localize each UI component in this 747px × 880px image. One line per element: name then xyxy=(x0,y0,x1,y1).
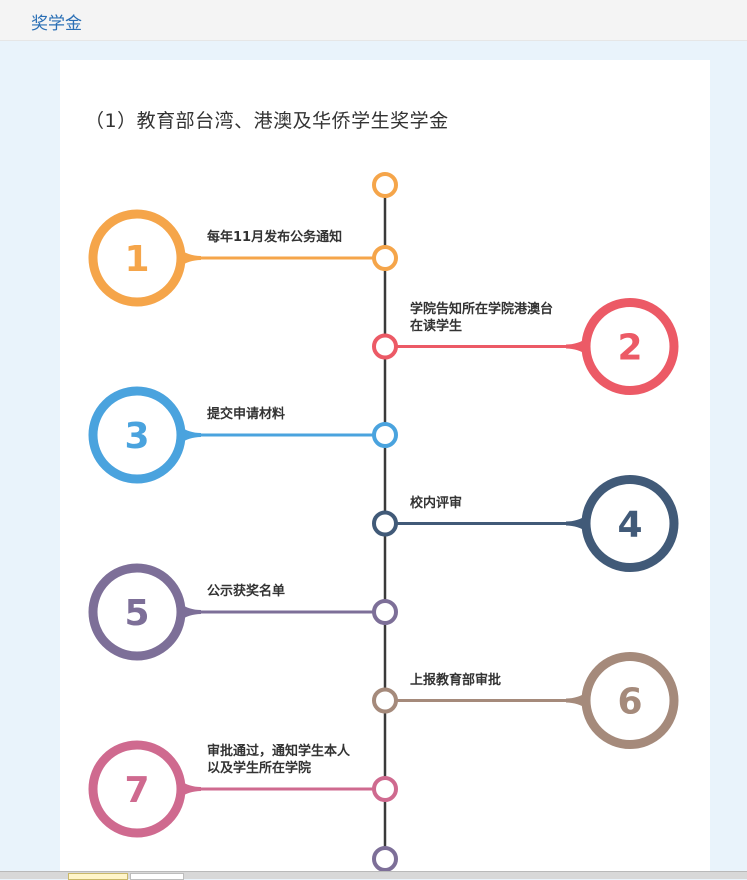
step-circle-inner xyxy=(101,576,173,648)
step-label-line: 校内评审 xyxy=(410,495,463,511)
step-circle-inner xyxy=(594,664,666,737)
timeline-node xyxy=(372,510,398,537)
step-label-line: 审批通过，通知学生本人 xyxy=(207,744,351,759)
step-label: 校内评审 xyxy=(410,495,462,512)
step-label-line: 提交申请材料 xyxy=(207,407,286,422)
step-label-line: 在读学生 xyxy=(410,318,463,334)
step-number: 3 xyxy=(124,416,149,457)
step-circle xyxy=(581,298,679,395)
step-label: 学院告知所在学院港澳台在读学生 xyxy=(410,301,553,335)
step-circle-inner xyxy=(101,222,173,294)
step-number: 6 xyxy=(617,682,642,723)
content-card: （1）教育部台湾、港澳及华侨学生奖学金 1 2 3 4 5 6 7 每年11月发布公务通知学… xyxy=(60,60,710,878)
step-circle-inner xyxy=(594,310,666,383)
taskbar-button[interactable] xyxy=(68,873,128,880)
timeline-node xyxy=(372,245,398,271)
step-circle xyxy=(581,475,679,572)
step-circle xyxy=(88,740,186,838)
timeline-end-node xyxy=(372,846,398,872)
timeline-node xyxy=(372,599,398,625)
step-number: 7 xyxy=(124,770,149,811)
step-circle xyxy=(581,652,679,749)
step-number: 5 xyxy=(124,593,149,634)
step-label-line: 以及学生所在学院 xyxy=(207,761,312,776)
step-label-line: 每年11月发布公务通知 xyxy=(207,230,343,245)
step-circle xyxy=(88,209,186,307)
timeline-node xyxy=(372,776,398,802)
step-circle-inner xyxy=(101,399,173,471)
step-label-line: 上报教育部审批 xyxy=(410,672,502,688)
page-title[interactable]: 奖学金 xyxy=(31,14,82,34)
process-timeline: 1 2 3 4 5 6 7 xyxy=(88,172,679,872)
step-label: 审批通过，通知学生本人以及学生所在学院 xyxy=(207,743,350,777)
step-circle-inner xyxy=(101,753,173,825)
step-label: 提交申请材料 xyxy=(207,406,285,423)
step-circle-inner xyxy=(594,487,666,560)
timeline-node xyxy=(372,687,398,714)
step-number: 2 xyxy=(617,328,642,369)
timeline-node xyxy=(372,333,398,360)
step-number: 1 xyxy=(124,239,149,280)
top-bar: 奖学金 xyxy=(0,0,747,41)
taskbar-button[interactable] xyxy=(130,873,184,880)
timeline-node xyxy=(372,422,398,448)
step-number: 4 xyxy=(617,505,642,546)
step-label: 公示获奖名单 xyxy=(207,583,285,600)
step-label: 上报教育部审批 xyxy=(410,672,501,689)
step-circle xyxy=(88,386,186,484)
step-label: 每年11月发布公务通知 xyxy=(207,229,342,246)
step-label-line: 公示获奖名单 xyxy=(207,584,286,599)
timeline-start-node xyxy=(372,172,398,198)
step-circle xyxy=(88,563,186,661)
section-heading: （1）教育部台湾、港澳及华侨学生奖学金 xyxy=(85,110,449,132)
step-label-line: 学院告知所在学院港澳台 xyxy=(410,301,554,317)
